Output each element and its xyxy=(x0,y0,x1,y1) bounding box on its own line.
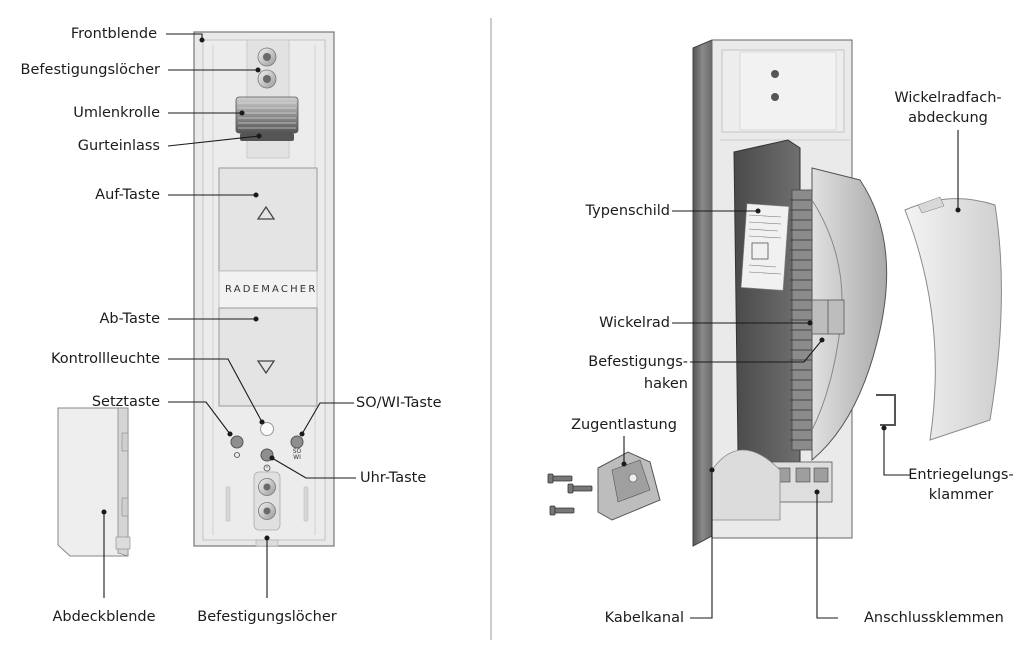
so-wi-button xyxy=(290,435,304,449)
set-button xyxy=(230,435,244,449)
label-wickelrad: Wickelrad xyxy=(599,315,670,331)
label-entriegelung-line1: Entriegelungs- xyxy=(908,467,1014,483)
label-befestigungshaken-line1: Befestigungs- xyxy=(588,354,688,370)
down-arrow-icon xyxy=(256,360,276,375)
label-befestigungsloecher-top: Befestigungslöcher xyxy=(20,62,160,78)
device-side-frame xyxy=(692,39,713,547)
label-ab-taste: Ab-Taste xyxy=(99,311,160,327)
brand-name: RADEMACHER xyxy=(225,284,318,295)
cable-channel xyxy=(711,449,781,521)
rear-hole-1 xyxy=(771,70,779,78)
label-wickelradfach-line1: Wickelradfach- xyxy=(894,90,1002,106)
control-led xyxy=(260,422,274,436)
label-zugentlastung: Zugentlastung xyxy=(571,417,677,433)
rear-hole-2 xyxy=(771,93,779,101)
up-arrow-icon xyxy=(256,205,276,220)
label-kabelkanal: Kabelkanal xyxy=(604,610,684,626)
down-button xyxy=(218,307,318,407)
so-marking: SO xyxy=(292,448,302,455)
screws xyxy=(547,473,593,516)
label-entriegelung-line2: klammer xyxy=(928,487,994,503)
cover-plate xyxy=(57,407,131,557)
label-befestigungshaken-line2: haken xyxy=(643,376,688,392)
label-anschlussklemmen: Anschlussklemmen xyxy=(864,610,1004,626)
type-plate xyxy=(740,203,790,291)
label-typenschild: Typenschild xyxy=(585,203,670,219)
label-so-wi-taste: SO/WI-Taste xyxy=(356,395,442,411)
wi-marking: WI xyxy=(293,454,301,461)
belt-inlet xyxy=(240,133,294,141)
release-clip xyxy=(876,394,896,426)
label-umlenkrolle: Umlenkrolle xyxy=(73,105,160,121)
left-leader-lines xyxy=(101,33,356,598)
label-gurteinlass: Gurteinlass xyxy=(77,138,160,154)
right-leader-lines xyxy=(621,130,961,619)
wheel-compartment-cover xyxy=(904,198,1002,441)
brand-band xyxy=(218,270,318,309)
strain-relief xyxy=(597,451,661,521)
label-befestigungsloecher-bottom: Befestigungslöcher xyxy=(197,609,337,625)
label-uhr-taste: Uhr-Taste xyxy=(360,470,427,486)
wheel-compartment xyxy=(811,167,888,462)
label-abdeckblende: Abdeckblende xyxy=(52,609,156,625)
clock-icon xyxy=(263,464,271,472)
set-icon xyxy=(234,452,240,458)
front-view-device xyxy=(193,31,335,547)
label-wickelradfach-line2: abdeckung xyxy=(908,110,988,126)
label-setztaste: Setztaste xyxy=(91,394,160,410)
label-kontrollleuchte: Kontrollleuchte xyxy=(50,351,160,367)
rear-view-device xyxy=(692,39,896,547)
label-frontblende: Frontblende xyxy=(70,26,157,42)
label-auf-taste: Auf-Taste xyxy=(95,187,160,203)
